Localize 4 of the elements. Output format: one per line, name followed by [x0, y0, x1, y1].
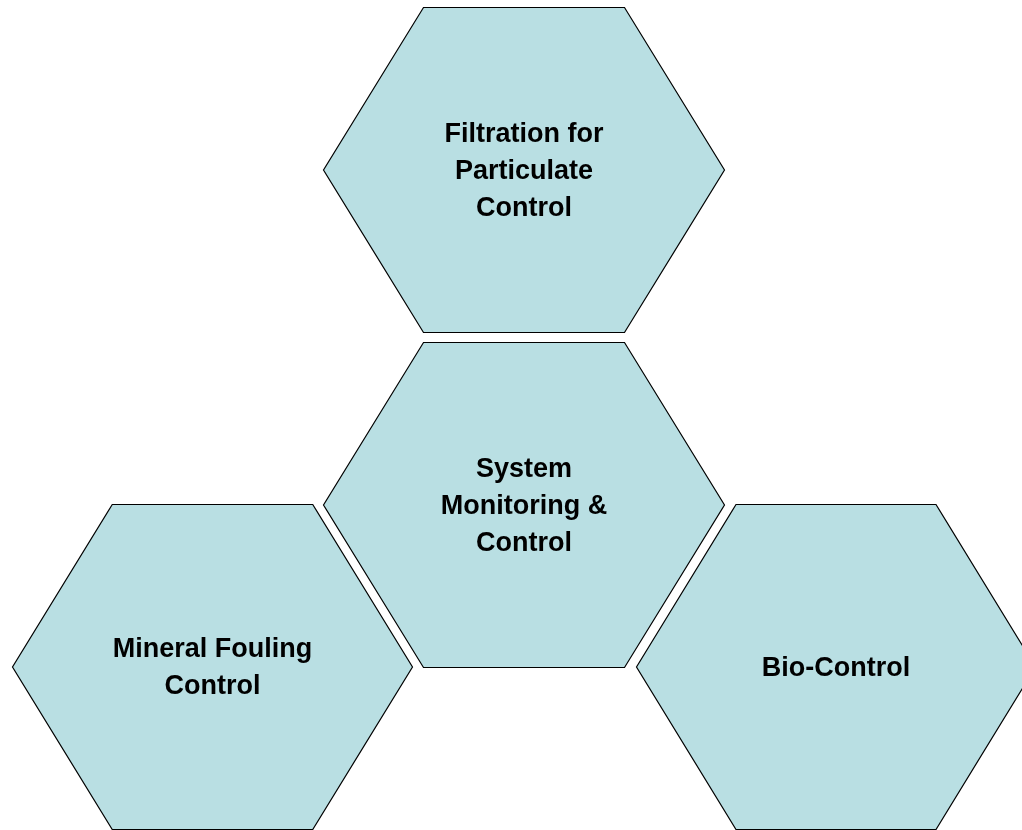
hexagon-label: Mineral Fouling Control	[111, 632, 314, 702]
hexagon-label: System Monitoring & Control	[439, 451, 609, 559]
hexagon-label: Filtration for Particulate Control	[443, 116, 605, 224]
hexagon-label: Bio-Control	[761, 650, 911, 684]
